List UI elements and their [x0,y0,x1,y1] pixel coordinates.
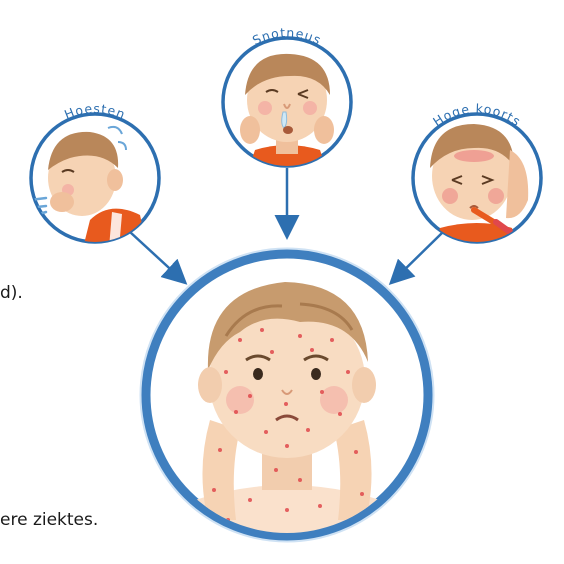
cough-panel: Hoesten [28,101,159,260]
arrow-fever-to-main [396,232,443,278]
cutoff-text-line-1: d). [0,283,23,303]
rash-panel [141,249,433,560]
arrow-cough-to-main [130,232,180,278]
runny-nose-panel: Snotneus [223,25,351,180]
cutoff-text-line-2: ere ziektes. [0,510,98,530]
fever-panel: Hoge koorts [413,101,541,260]
runny-nose-boy-illustration [240,54,334,180]
